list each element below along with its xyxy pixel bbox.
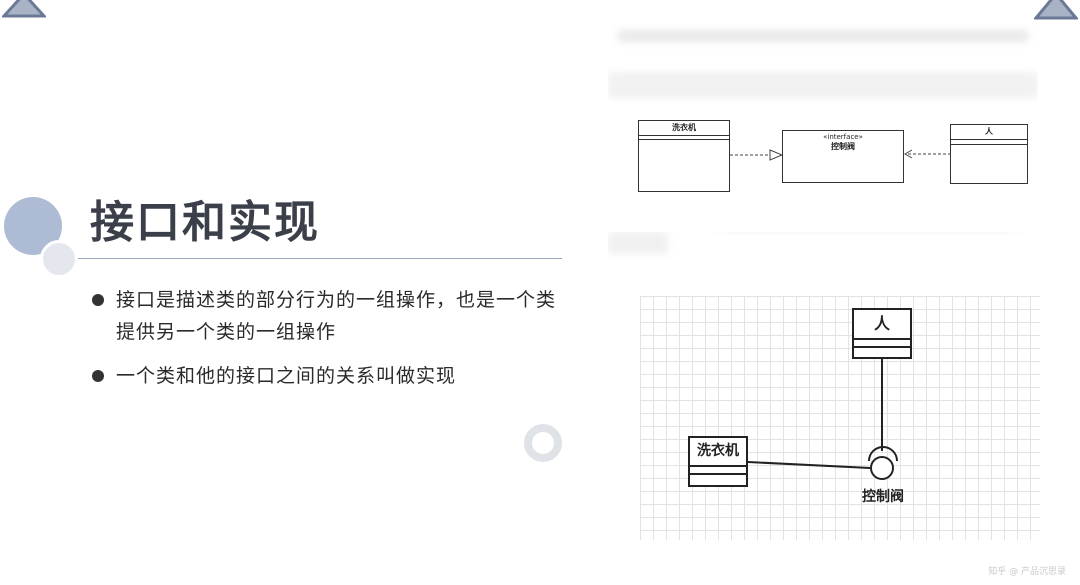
class-name: 人: [951, 125, 1027, 140]
lollipop-connectors: [747, 359, 898, 480]
slide-title: 接口和实现: [90, 197, 320, 248]
lollipop-icon: [870, 456, 894, 480]
decor-ring: [524, 424, 562, 462]
uml-diagram-lollipop: 人 洗衣机 控制阀: [640, 296, 1040, 540]
socket-icon: [868, 446, 898, 462]
blurred-header: [608, 72, 1038, 98]
decor-circle-small: [40, 240, 78, 278]
uml-canvas: 洗衣机 «interface» 控制阀 人: [608, 120, 1038, 232]
bullet-dot: [92, 370, 104, 382]
provided-interface-line: [747, 461, 871, 469]
class-box-washer: 洗衣机: [638, 120, 730, 192]
class-box-person: 人: [950, 124, 1028, 184]
interface-label: 控制阀: [862, 489, 904, 505]
interface-box-valve: «interface» 控制阀: [782, 130, 904, 183]
interface-name: 控制阀: [831, 142, 855, 151]
title-divider: [78, 258, 562, 259]
class-compartment: [690, 467, 746, 475]
bullet-text: 接口是描述类的部分行为的一组操作，也是一个类提供另一个类的一组操作: [116, 289, 557, 343]
bullet-item: 一个类和他的接口之间的关系叫做实现: [90, 360, 560, 392]
bullet-text: 一个类和他的接口之间的关系叫做实现: [116, 365, 457, 387]
class-name: 人: [854, 310, 910, 340]
bullet-dot: [92, 294, 104, 306]
bullet-item: 接口是描述类的部分行为的一组操作，也是一个类提供另一个类的一组操作: [90, 284, 560, 348]
class-box-washer: 洗衣机: [688, 436, 748, 487]
realization-arrowhead: [769, 149, 784, 161]
uml-connectors: [730, 149, 950, 161]
interface-stereotype: «interface»: [823, 133, 863, 141]
class-compartment: [639, 139, 729, 144]
corner-triangle-left: [2, 0, 46, 18]
class-box-person: 人: [852, 308, 912, 359]
blurred-toolbar: [618, 30, 1028, 42]
uml-diagram-classic: 洗衣机 «interface» 控制阀 人: [608, 22, 1038, 262]
class-name: 洗衣机: [639, 121, 729, 136]
bullet-list: 接口是描述类的部分行为的一组操作，也是一个类提供另一个类的一组操作 一个类和他的…: [90, 284, 560, 404]
blurred-side: [608, 232, 668, 254]
watermark: 知乎 @ 产品沉思录: [988, 567, 1066, 577]
class-compartment: [854, 340, 910, 348]
corner-triangle-right: [1034, 0, 1078, 20]
class-name: 洗衣机: [690, 438, 746, 467]
dependency-arrowhead: [903, 149, 913, 159]
class-compartment: [951, 144, 1027, 149]
